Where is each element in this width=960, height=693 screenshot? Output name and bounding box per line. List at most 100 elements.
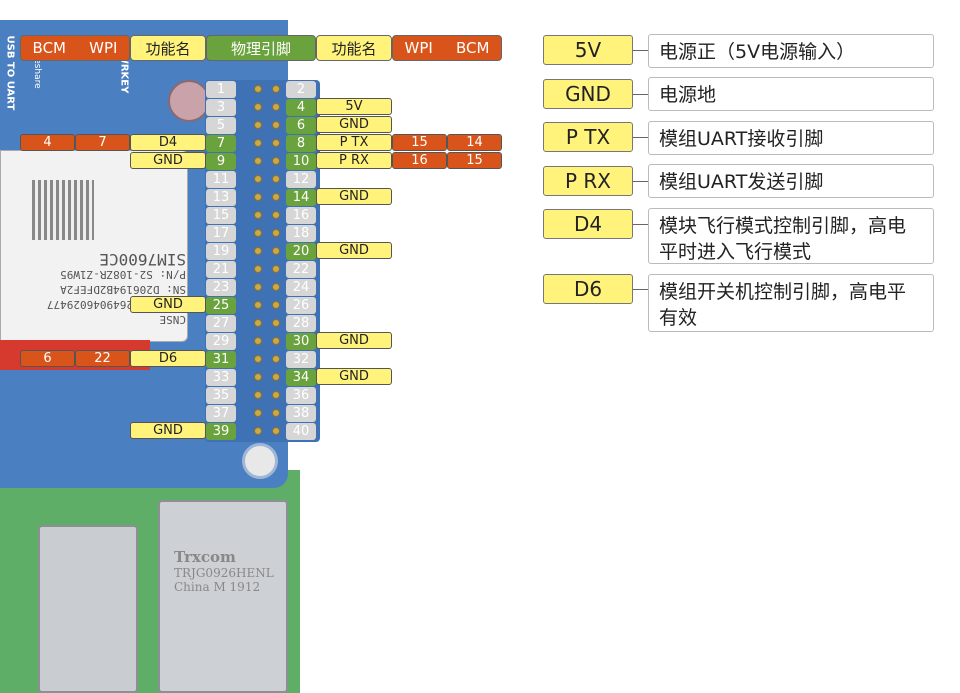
header-bcm-left: BCM — [32, 39, 66, 57]
header-wpi-left: WPI — [89, 39, 118, 57]
header-pin-dot — [272, 247, 280, 255]
pin-32: 32 — [286, 351, 316, 368]
pin-38: 38 — [286, 405, 316, 422]
pin-26: 26 — [286, 297, 316, 314]
func-label-ptx: P TX — [316, 134, 392, 151]
header-pin-dot — [272, 427, 280, 435]
legend-key-prx: P RX — [543, 166, 633, 196]
header-pin-dot — [272, 355, 280, 363]
func-label-d4: D4 — [130, 134, 206, 151]
header-pin-dot — [254, 121, 262, 129]
pin-36: 36 — [286, 387, 316, 404]
pin-37: 37 — [206, 405, 236, 422]
header-pin-dot — [272, 175, 280, 183]
header-pin-dot — [272, 193, 280, 201]
header-func-right-text: 功能名 — [331, 39, 377, 58]
legend-connector — [633, 289, 648, 290]
header-pin-dot — [272, 121, 280, 129]
legend-connector — [633, 181, 648, 182]
header-pin-dot — [254, 373, 262, 381]
pin-18: 18 — [286, 225, 316, 242]
legend-connector — [633, 137, 648, 138]
pin-4: 4 — [286, 99, 316, 116]
pin-28: 28 — [286, 315, 316, 332]
header-func-left: 功能名 — [130, 35, 206, 61]
legend-desc-gnd: 电源地 — [648, 77, 934, 111]
header-pin-dot — [254, 265, 262, 273]
wpi-label: 15 — [392, 134, 447, 151]
ethernet-model: TRJG0926HENL — [174, 566, 274, 580]
legend-connector — [633, 94, 648, 95]
legend-desc-5v: 电源正（5V电源输入） — [648, 34, 934, 68]
header-pin-dot — [272, 373, 280, 381]
header-wpi-bcm-right: WPI BCM — [392, 35, 502, 61]
header-pin-dot — [254, 193, 262, 201]
header-pin-dot — [254, 157, 262, 165]
pin-9: 9 — [206, 153, 236, 170]
pin-33: 33 — [206, 369, 236, 386]
pin-39: 39 — [206, 423, 236, 440]
header-pin-dot — [254, 139, 262, 147]
bcm-label: 4 — [20, 134, 75, 151]
func-label-5v: 5V — [316, 98, 392, 115]
header-pin-dot — [254, 85, 262, 93]
ethernet-port: Trxcom TRJG0926HENL China M 1912 — [158, 500, 288, 693]
pin-1: 1 — [206, 81, 236, 98]
header-pin-dot — [272, 319, 280, 327]
header-wpi-right: WPI — [404, 39, 433, 57]
chip-line: CNSE — [159, 313, 187, 326]
pin-25: 25 — [206, 297, 236, 314]
pin-17: 17 — [206, 225, 236, 242]
header-pin-dot — [272, 157, 280, 165]
pin-11: 11 — [206, 171, 236, 188]
legend-desc-prx: 模组UART发送引脚 — [648, 164, 934, 198]
header-pin-dot — [254, 427, 262, 435]
pin-35: 35 — [206, 387, 236, 404]
pin-29: 29 — [206, 333, 236, 350]
pin-10: 10 — [286, 153, 316, 170]
header-pin-dot — [272, 85, 280, 93]
pin-2: 2 — [286, 81, 316, 98]
chip-line: SIM7600CE — [99, 250, 186, 269]
header-physical-text: 物理引脚 — [230, 39, 291, 58]
legend-desc-d4: 模块飞行模式控制引脚，高电平时进入飞行模式 — [648, 208, 934, 264]
func-label-gnd: GND — [316, 332, 392, 349]
pin-3: 3 — [206, 99, 236, 116]
func-label-gnd: GND — [130, 422, 206, 439]
capacitor — [168, 80, 210, 122]
qr-code — [32, 180, 94, 240]
legend-desc-d6: 模组开关机控制引脚，高电平有效 — [648, 274, 934, 332]
pin-15: 15 — [206, 207, 236, 224]
header-pin-dot — [254, 337, 262, 345]
header-pin-dot — [254, 355, 262, 363]
pin-27: 27 — [206, 315, 236, 332]
chip-line: P/N: S2-108ZR-Z1W95 — [60, 268, 186, 281]
header-pin-dot — [272, 211, 280, 219]
wpi-label: 16 — [392, 152, 447, 169]
bcm-label: 14 — [447, 134, 502, 151]
header-pin-dot — [272, 337, 280, 345]
usb-port — [38, 525, 138, 693]
func-label-gnd: GND — [316, 188, 392, 205]
pin-13: 13 — [206, 189, 236, 206]
legend-desc-ptx: 模组UART接收引脚 — [648, 121, 934, 155]
pin-7: 7 — [206, 135, 236, 152]
pin-20: 20 — [286, 243, 316, 260]
legend-key-5v: 5V — [543, 35, 633, 65]
header-pin-dot — [272, 283, 280, 291]
legend-key-d6: D6 — [543, 274, 633, 304]
mount-hole — [242, 443, 278, 479]
pin-21: 21 — [206, 261, 236, 278]
pin-8: 8 — [286, 135, 316, 152]
header-pin-dot — [272, 265, 280, 273]
legend-connector — [633, 50, 648, 51]
header-pin-dot — [254, 229, 262, 237]
pin-6: 6 — [286, 117, 316, 134]
ethernet-brand: Trxcom — [174, 548, 236, 566]
header-pin-dot — [254, 391, 262, 399]
header-pin-dot — [272, 301, 280, 309]
chip-line: SN: D206194B2DFEF2A — [60, 283, 186, 296]
legend-key-gnd: GND — [543, 79, 633, 109]
legend-key-ptx: P TX — [543, 122, 633, 152]
func-label-gnd: GND — [130, 152, 206, 169]
